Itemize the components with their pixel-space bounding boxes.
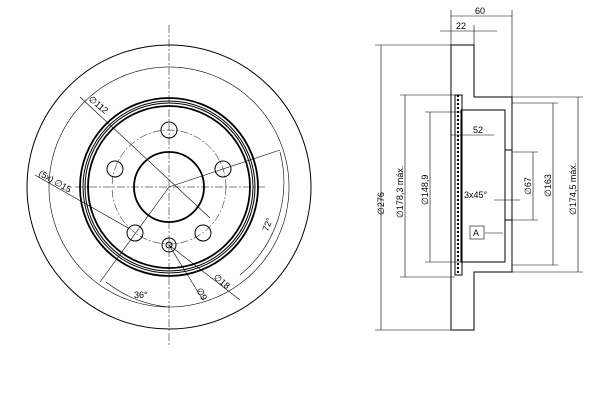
hat-diameter-label: ∅163	[543, 174, 553, 197]
front-view: ∅112 (5x) ∅15 ∅9 ∅18 72° 36°	[26, 25, 312, 345]
outer-diameter-label: ∅276	[376, 192, 386, 215]
disc-section	[450, 44, 513, 331]
bolt-hole-label: (5x) ∅15	[37, 168, 73, 195]
hat-cavity	[460, 109, 506, 263]
center-bore-label: ∅67	[523, 177, 533, 195]
datum-box	[469, 225, 485, 240]
max-diameter-outer-label: ∅174,5 máx.	[568, 163, 578, 215]
pin-hole-label: ∅9	[194, 286, 209, 302]
angle-72-label: 72°	[260, 216, 274, 233]
bore-diameter-label: ∅148,9	[420, 175, 430, 205]
bolt-holes	[106, 121, 232, 242]
section-view: ∅276 ∅178,3 máx. ∅148,9 ∅67 ∅163 ∅174,5 …	[375, 6, 583, 331]
datum-label: A	[473, 228, 479, 238]
overall-height-label: 60	[475, 6, 485, 16]
pin-hole	[161, 237, 177, 253]
pcd-label: ∅112	[87, 94, 110, 116]
hat-depth-label: 52	[473, 125, 483, 135]
pin-counterbore-label: ∅18	[212, 272, 232, 291]
disc-thickness-label: 22	[456, 21, 466, 31]
max-diameter-inner-label: ∅178,3 máx.	[395, 166, 405, 218]
chamfer-label: 3x45°	[464, 190, 488, 200]
angle-36-label: 36°	[134, 290, 148, 300]
